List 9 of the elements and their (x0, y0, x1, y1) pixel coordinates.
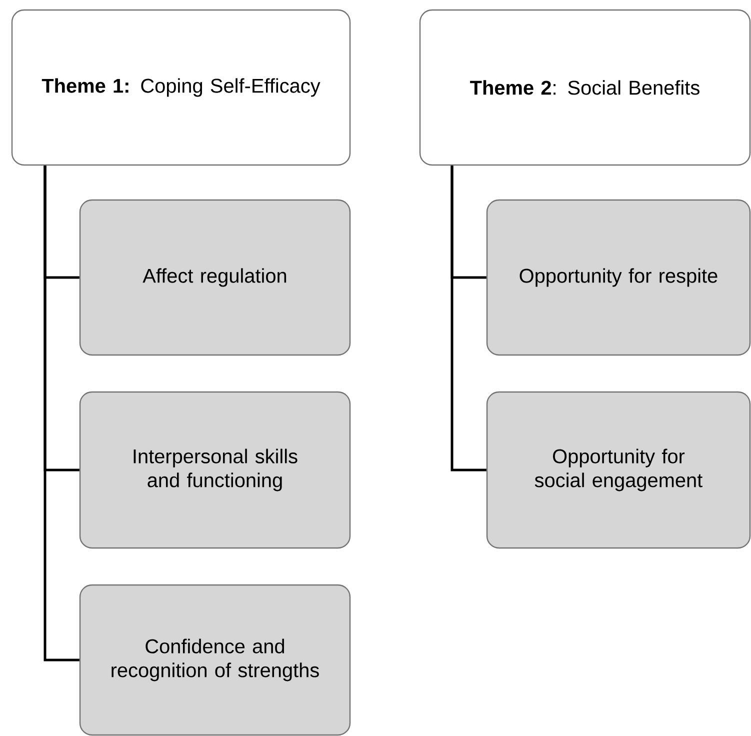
subtheme-box: Opportunity for social engagement (486, 391, 751, 549)
subtheme-box: Affect regulation (79, 199, 351, 356)
subtheme-box: Interpersonal skills and functioning (79, 391, 351, 549)
connector (450, 166, 486, 472)
theme-box: Theme 1: Coping Self-Efficacy (11, 9, 351, 166)
subtheme-box: Opportunity for respite (486, 199, 751, 356)
connector (44, 166, 80, 662)
theme-box: Theme 2: Social Benefits (419, 9, 751, 166)
subtheme-box: Confidence and recognition of strengths (79, 584, 351, 736)
